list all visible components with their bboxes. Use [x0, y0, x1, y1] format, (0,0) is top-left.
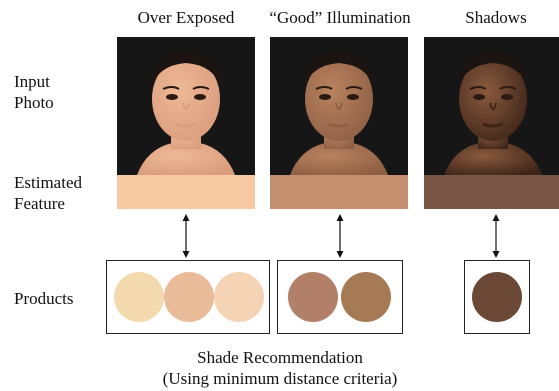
- face-illustration: [117, 37, 255, 175]
- product-swatch-over-1: [114, 272, 164, 322]
- arrow-over-exposed: [181, 214, 191, 258]
- photo-shadows: [424, 37, 559, 175]
- caption: Shade Recommendation (Using minimum dist…: [100, 347, 460, 389]
- photo-over-exposed: [117, 37, 255, 175]
- product-box-good-illumination: [277, 260, 403, 334]
- feature-swatch-shadows: [424, 175, 559, 209]
- caption-line1: Shade Recommendation: [100, 347, 460, 368]
- row-label-estimated-feature: Estimated Feature: [14, 172, 82, 214]
- product-box-shadows: [464, 260, 530, 334]
- row-label-input-line1: Input: [14, 71, 54, 92]
- feature-swatch-over-exposed: [117, 175, 255, 209]
- product-box-over-exposed: [106, 260, 270, 334]
- caption-line2: (Using minimum distance criteria): [100, 368, 460, 389]
- photo-good-illumination: [270, 37, 408, 175]
- product-swatch-shadow-1: [472, 272, 522, 322]
- row-label-feature-line2: Feature: [14, 193, 82, 214]
- row-label-input-line2: Photo: [14, 92, 54, 113]
- product-swatch-good-2: [341, 272, 391, 322]
- product-swatch-good-1: [288, 272, 338, 322]
- arrow-shadows: [491, 214, 501, 258]
- row-label-feature-line1: Estimated: [14, 172, 82, 193]
- title-shadows: Shadows: [396, 8, 559, 28]
- product-swatch-over-2: [164, 272, 214, 322]
- row-label-products: Products: [14, 288, 74, 309]
- arrow-good-illumination: [335, 214, 345, 258]
- product-swatch-over-3: [214, 272, 264, 322]
- face-illustration: [270, 37, 408, 175]
- row-label-input-photo: Input Photo: [14, 71, 54, 113]
- face-illustration: [424, 37, 559, 175]
- feature-swatch-good-illumination: [270, 175, 408, 209]
